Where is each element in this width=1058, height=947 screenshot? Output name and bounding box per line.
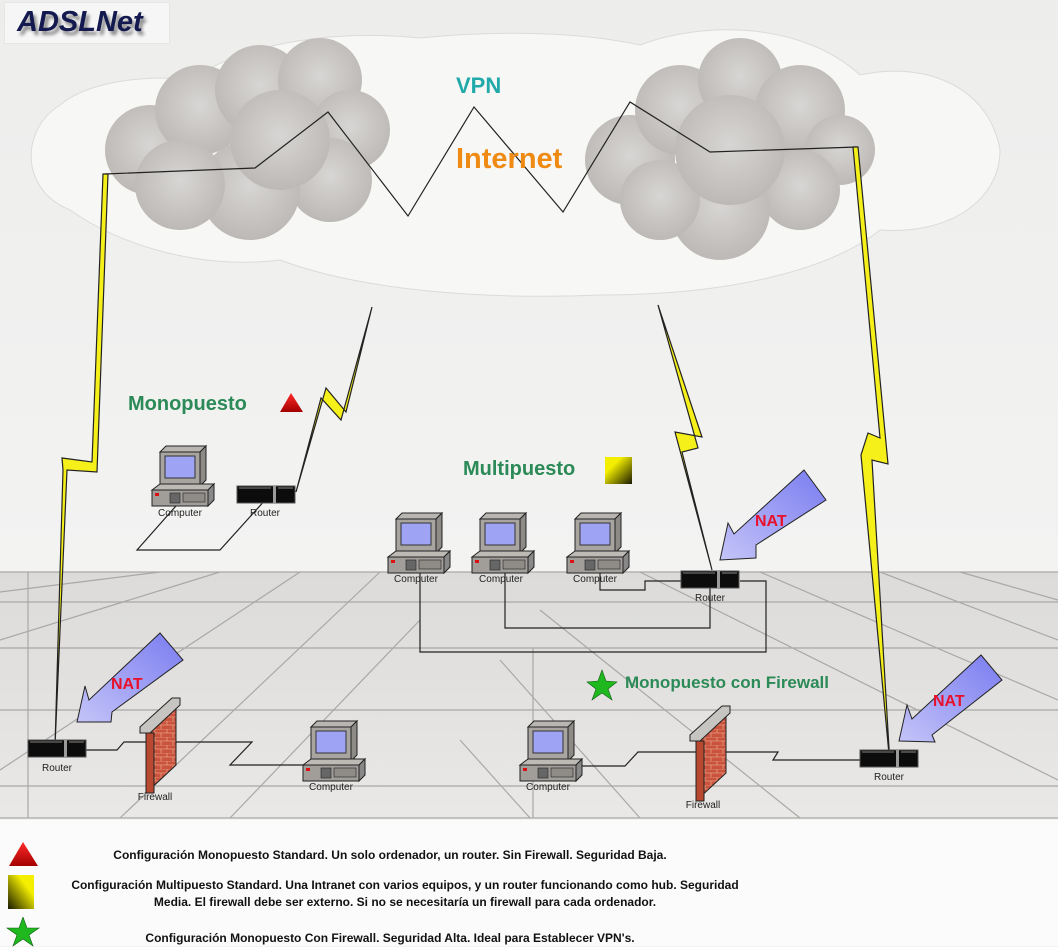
router-icon bbox=[27, 739, 87, 758]
computer-label: Computer bbox=[394, 574, 438, 585]
multipuesto-title: Multipuesto bbox=[463, 458, 576, 480]
lightning-multipuesto bbox=[657, 304, 713, 571]
computer-label: Computer bbox=[573, 574, 617, 585]
nat-arrow-left bbox=[76, 632, 184, 723]
legend-item-multipuesto: Configuración Multipuesto Standard. Una … bbox=[71, 878, 739, 909]
nat-arrows bbox=[76, 469, 1003, 743]
computer-label: Computer bbox=[526, 782, 570, 793]
computer-icon bbox=[518, 719, 584, 783]
legend-item-firewall: Configuración Monopuesto Con Firewall. S… bbox=[145, 931, 635, 945]
computer-icon bbox=[470, 511, 536, 575]
router-label: Router bbox=[873, 772, 905, 783]
lightning-monopuesto bbox=[295, 306, 373, 493]
router-label: Router bbox=[694, 593, 726, 604]
network-diagram: ADSLNet VPN Internet Monopuesto Multipue… bbox=[0, 0, 1058, 819]
computer-label: Computer bbox=[309, 782, 353, 793]
legend-item-monopuesto: Configuración Monopuesto Standard. Un so… bbox=[113, 848, 667, 862]
firewall-label: Firewall bbox=[137, 792, 173, 803]
computer-icon bbox=[565, 511, 631, 575]
firewall-icon bbox=[139, 697, 181, 795]
diagram-canvas bbox=[0, 0, 1058, 819]
router-icon bbox=[680, 570, 740, 589]
firewall-label: Firewall bbox=[685, 800, 721, 811]
firewall-green-star-marker bbox=[586, 669, 618, 701]
storm-cloud-right bbox=[585, 38, 875, 260]
monopuesto-title: Monopuesto bbox=[128, 393, 247, 415]
legend-green-star-icon bbox=[6, 917, 40, 947]
nat-arrow-multipuesto bbox=[719, 469, 827, 561]
firewall-group-title: Monopuesto con Firewall bbox=[625, 673, 830, 692]
monopuesto-red-triangle-marker bbox=[280, 393, 303, 412]
vpn-label: VPN bbox=[456, 73, 502, 98]
computer-icon bbox=[301, 719, 367, 783]
computer-icon bbox=[150, 444, 216, 508]
router-label: Router bbox=[249, 508, 281, 519]
floor-grid bbox=[0, 571, 1058, 819]
logo-text: ADSLNet bbox=[17, 6, 143, 38]
internet-label: Internet bbox=[456, 143, 563, 175]
firewall-icon bbox=[689, 705, 731, 803]
computer-icon bbox=[386, 511, 452, 575]
computer-label: Computer bbox=[479, 574, 523, 585]
router-icon bbox=[859, 749, 919, 768]
router-label: Router bbox=[41, 763, 73, 774]
vpn-tunnel-line bbox=[104, 101, 858, 218]
legend: Configuración Monopuesto Standard. Un so… bbox=[0, 820, 1058, 947]
nat-arrow-right bbox=[898, 654, 1003, 743]
computer-label: Computer bbox=[158, 508, 202, 519]
router-icon bbox=[236, 485, 296, 504]
legend-red-triangle-icon bbox=[9, 842, 38, 866]
nat-label-multipuesto: NAT bbox=[755, 513, 787, 530]
nat-label-left: NAT bbox=[111, 676, 143, 693]
adslnet-logo: ADSLNet bbox=[4, 2, 170, 44]
legend-yellow-square-icon bbox=[8, 875, 34, 909]
multipuesto-yellow-square-marker bbox=[605, 457, 632, 484]
storm-cloud-left bbox=[105, 38, 390, 240]
nat-label-right: NAT bbox=[933, 693, 965, 710]
